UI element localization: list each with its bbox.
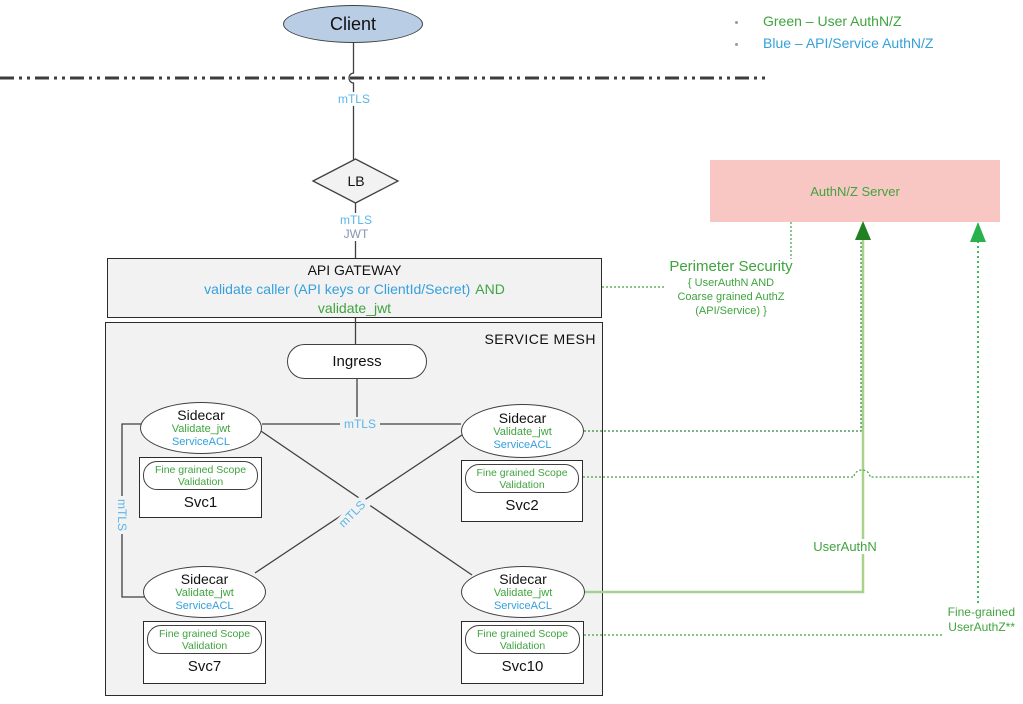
- legend-bullet-icon: [735, 21, 738, 24]
- scope-line1: Fine grained Scope: [476, 466, 568, 479]
- ingress-node: Ingress: [287, 344, 427, 379]
- service-name: Svc1: [183, 494, 218, 511]
- api-gateway-validate-caller-line: validate caller (API keys or ClientId/Se…: [108, 280, 601, 299]
- scope-validation-stadium: Fine grained Scope Validation: [147, 625, 262, 654]
- and-text: AND: [475, 281, 505, 297]
- sidecar-title: Sidecar: [499, 570, 547, 587]
- mtls-mesh-top-label: mTLS: [340, 417, 380, 431]
- sidecar-node-top-right: Sidecar Validate_jwt ServiceACL: [461, 404, 584, 458]
- lb-diamond: [311, 158, 400, 204]
- sidecar-validate-jwt: Validate_jwt: [171, 422, 231, 435]
- userauthn-arrowhead-icon: [855, 221, 871, 240]
- mtls-client-label: mTLS: [334, 92, 374, 106]
- authnz-server-label: AuthN/Z Server: [810, 183, 900, 199]
- service-name: Svc7: [187, 658, 222, 675]
- perimeter-line1: { UserAuthN AND: [687, 277, 775, 289]
- service-mesh-label: SERVICE MESH: [484, 331, 596, 347]
- sidecar-service-acl: ServiceACL: [493, 438, 552, 451]
- scope-line2: Validation: [499, 478, 545, 491]
- perimeter-line3: (API/Service) }: [695, 305, 767, 317]
- client-node: Client: [283, 5, 423, 43]
- scope-line1: Fine grained Scope: [158, 627, 251, 640]
- scope-validation-stadium: Fine grained Scope Validation: [465, 464, 579, 493]
- svc2-sidecar-dotted: [584, 239, 862, 432]
- perimeter-security-note: Perimeter Security { UserAuthN AND Coars…: [638, 258, 824, 318]
- perimeter-line2: Coarse grained AuthZ: [677, 291, 785, 303]
- sidecar-node-bottom-right: Sidecar Validate_jwt ServiceACL: [461, 566, 585, 618]
- sidecar-validate-jwt: Validate_jwt: [493, 425, 552, 438]
- sidecar-service-acl: ServiceACL: [493, 599, 553, 612]
- scope-line1: Fine grained Scope: [154, 463, 247, 476]
- sidecar-service-acl: ServiceACL: [171, 435, 231, 448]
- authnz-server-box: AuthN/Z Server: [710, 160, 1000, 222]
- api-gateway-box: API GATEWAY validate caller (API keys or…: [107, 258, 602, 318]
- perimeter-title: Perimeter Security: [669, 258, 793, 275]
- scope-validation-stadium: Fine grained Scope Validation: [465, 625, 580, 654]
- service-node-svc10: Fine grained Scope Validation Svc10: [461, 621, 584, 684]
- mtls-left-label: mTLS: [115, 496, 129, 534]
- mtls-lb-label: mTLS: [334, 213, 378, 227]
- fine-grained-userauthz-label: Fine-grained UserAuthZ**: [931, 605, 1015, 635]
- legend-blue: Blue – API/Service AuthN/Z: [763, 35, 934, 51]
- svc2-scope-dotted: [583, 469, 975, 478]
- scope-line2: Validation: [499, 639, 546, 652]
- sidecar-validate-jwt: Validate_jwt: [493, 586, 553, 599]
- legend-bullet-icon: [735, 43, 738, 46]
- service-node-svc2: Fine grained Scope Validation Svc2: [461, 460, 583, 522]
- service-node-svc7: Fine grained Scope Validation Svc7: [143, 621, 266, 684]
- scope-line2: Validation: [177, 475, 224, 488]
- sidecar-service-acl: ServiceACL: [175, 599, 234, 612]
- service-node-svc1: Fine grained Scope Validation Svc1: [139, 457, 262, 518]
- scope-line2: Validation: [181, 639, 228, 652]
- fine-grained-arrowhead-icon: [970, 222, 986, 242]
- user-authn-label: UserAuthN: [795, 539, 895, 554]
- fine-grained-line2: UserAuthZ**: [948, 620, 1015, 634]
- lb-label: LB: [347, 173, 365, 189]
- service-name: Svc2: [505, 497, 539, 514]
- ingress-label: Ingress: [332, 353, 382, 370]
- legend-green: Green – User AuthN/Z: [763, 13, 902, 29]
- validate-caller-text: validate caller (API keys or ClientId/Se…: [204, 281, 471, 297]
- sidecar-title: Sidecar: [180, 570, 229, 587]
- client-label: Client: [329, 13, 377, 34]
- api-gateway-title: API GATEWAY: [307, 262, 402, 278]
- sidecar-node-bottom-left: Sidecar Validate_jwt ServiceACL: [143, 566, 266, 618]
- validate-jwt-text: validate_jwt: [317, 300, 392, 316]
- jwt-label: JWT: [334, 227, 378, 241]
- scope-line1: Fine grained Scope: [476, 627, 569, 640]
- sidecar-node-top-left: Sidecar Validate_jwt ServiceACL: [140, 402, 262, 454]
- sidecar-validate-jwt: Validate_jwt: [175, 586, 234, 599]
- fine-grained-line1: Fine-grained: [947, 605, 1015, 619]
- userauthn-solid-line: [583, 239, 865, 594]
- scope-validation-stadium: Fine grained Scope Validation: [143, 461, 258, 490]
- sidecar-title: Sidecar: [498, 409, 547, 426]
- client-to-lb-line: [348, 43, 355, 160]
- service-name: Svc10: [501, 658, 544, 675]
- sidecar-title: Sidecar: [177, 406, 225, 423]
